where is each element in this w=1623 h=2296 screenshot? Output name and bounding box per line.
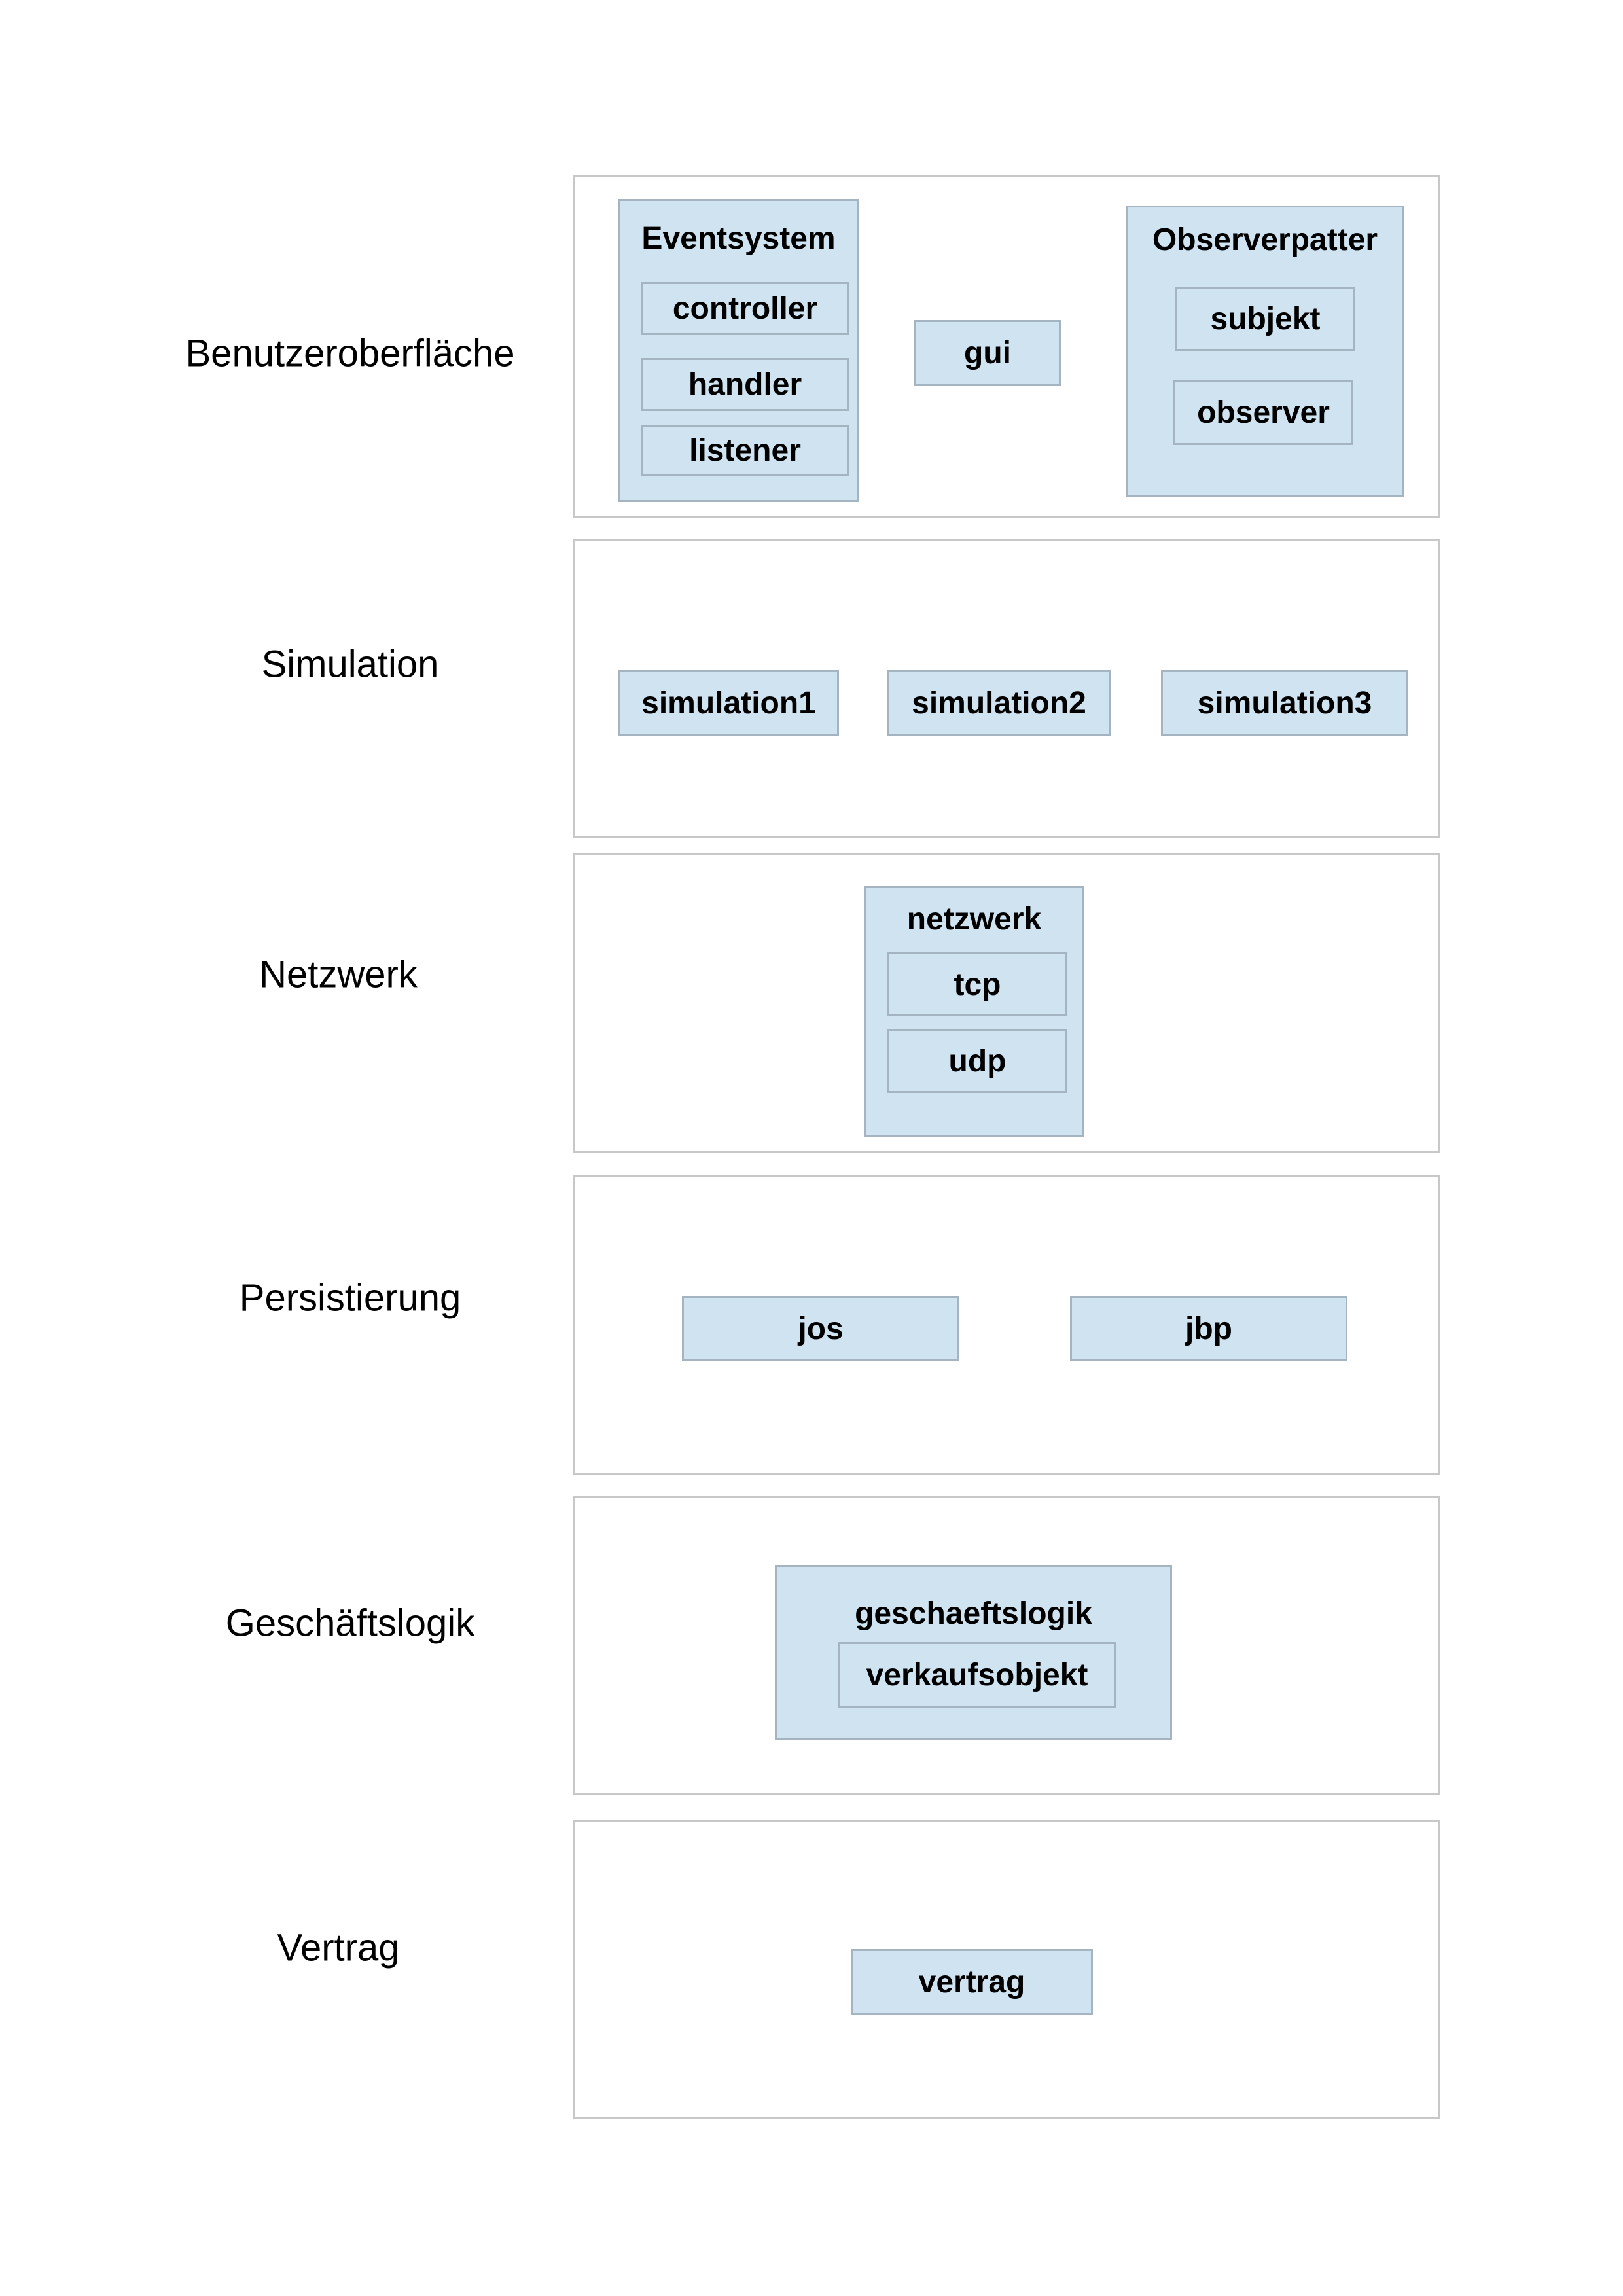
package-netzwerk[interactable]: netzwerk tcp udp [864, 886, 1084, 1137]
layer-label-simulation: Simulation [261, 643, 439, 686]
module-handler[interactable]: handler [641, 358, 849, 411]
module-controller[interactable]: controller [641, 282, 849, 335]
package-geschaeftslogik-title: geschaeftslogik [855, 1596, 1092, 1631]
layer-frame-geschaeftslogik: geschaeftslogik verkaufsobjekt [573, 1496, 1440, 1795]
layer-frame-simulation: simulation1 simulation2 simulation3 [573, 539, 1440, 838]
module-simulation3[interactable]: simulation3 [1161, 670, 1408, 736]
module-vertrag[interactable]: vertrag [851, 1949, 1093, 2015]
layer-frame-vertrag: vertrag [573, 1820, 1440, 2119]
layer-frame-benutzeroberflaeche: Eventsystem controller handler listener … [573, 175, 1440, 518]
package-eventsystem-title: Eventsystem [641, 221, 836, 256]
layer-label-geschaeftslogik: Geschäftslogik [225, 1602, 475, 1645]
package-eventsystem[interactable]: Eventsystem controller handler listener [618, 199, 859, 502]
module-jbp[interactable]: jbp [1070, 1296, 1347, 1361]
module-udp[interactable]: udp [887, 1029, 1067, 1093]
module-simulation1[interactable]: simulation1 [618, 670, 839, 736]
module-tcp[interactable]: tcp [887, 952, 1067, 1016]
module-observer[interactable]: observer [1173, 380, 1353, 445]
package-observerpatter-title: Observerpatter [1152, 223, 1378, 257]
layer-label-vertrag: Vertrag [277, 1926, 400, 1969]
module-subjekt[interactable]: subjekt [1175, 287, 1355, 351]
module-verkaufsobjekt[interactable]: verkaufsobjekt [838, 1642, 1116, 1708]
module-simulation2[interactable]: simulation2 [887, 670, 1111, 736]
package-geschaeftslogik[interactable]: geschaeftslogik verkaufsobjekt [775, 1565, 1172, 1740]
layer-label-benutzeroberflaeche: Benutzeroberfläche [185, 332, 515, 375]
module-listener[interactable]: listener [641, 425, 849, 476]
layer-label-netzwerk: Netzwerk [259, 953, 418, 996]
layer-frame-persistierung: jos jbp [573, 1175, 1440, 1475]
package-observerpatter[interactable]: Observerpatter subjekt observer [1126, 206, 1404, 497]
layer-label-persistierung: Persistierung [239, 1276, 461, 1319]
package-netzwerk-title: netzwerk [906, 902, 1042, 937]
layer-frame-netzwerk: netzwerk tcp udp [573, 853, 1440, 1153]
module-gui[interactable]: gui [914, 320, 1061, 386]
module-jos[interactable]: jos [682, 1296, 959, 1361]
